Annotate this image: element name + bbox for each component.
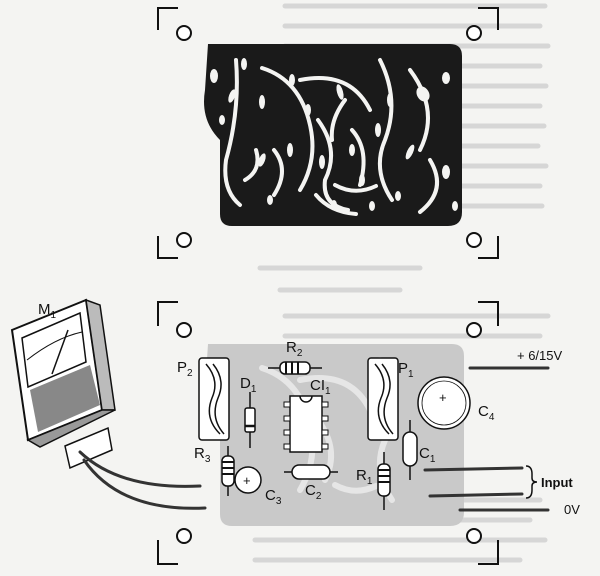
label-p2: P2: [177, 359, 193, 379]
board-shaded-area: [204, 344, 464, 526]
resistor-r3: [221, 446, 235, 496]
copper-pads: [210, 58, 458, 211]
label-ground: 0V: [564, 502, 580, 517]
polarity-c4: +: [439, 390, 447, 405]
label-c4: C4: [478, 403, 495, 423]
polarity-c3: +: [243, 473, 251, 488]
capacitor-c2: [284, 464, 338, 480]
capacitor-c4: [417, 376, 471, 430]
trimmer-p2: [198, 357, 230, 441]
copper-side-view: [157, 7, 499, 259]
copper-trace-gaps: [223, 58, 439, 216]
diode-d1: [244, 392, 256, 448]
capacitor-c1: [402, 420, 418, 480]
capacitor-c3: [234, 466, 262, 494]
label-r1: R1: [356, 467, 373, 487]
meter-wires: [78, 450, 207, 510]
label-m1: M1: [38, 301, 57, 321]
external-wires: [423, 366, 550, 512]
resistor-r2: [268, 361, 322, 375]
ic-ci1: [283, 395, 329, 453]
corner-marks-bottom: [157, 301, 499, 565]
label-supply-voltage: + 6/15V: [517, 348, 563, 363]
label-d1: D1: [240, 375, 257, 395]
label-ci1: CI1: [310, 377, 331, 397]
corner-marks-top: [157, 7, 499, 259]
trimmer-p1: [367, 357, 399, 441]
component-side-view: M1 P2 R2 D1: [10, 298, 580, 565]
label-c1: C1: [419, 445, 436, 465]
label-c3: C3: [265, 487, 282, 507]
label-input: Input: [541, 475, 573, 490]
label-p1: P1: [398, 360, 414, 380]
meter-m1: [10, 298, 116, 470]
input-brace: [525, 465, 538, 499]
resistor-r1: [377, 452, 391, 510]
label-c2: C2: [305, 482, 322, 502]
label-r2: R2: [286, 339, 303, 359]
label-r3: R3: [194, 445, 211, 465]
